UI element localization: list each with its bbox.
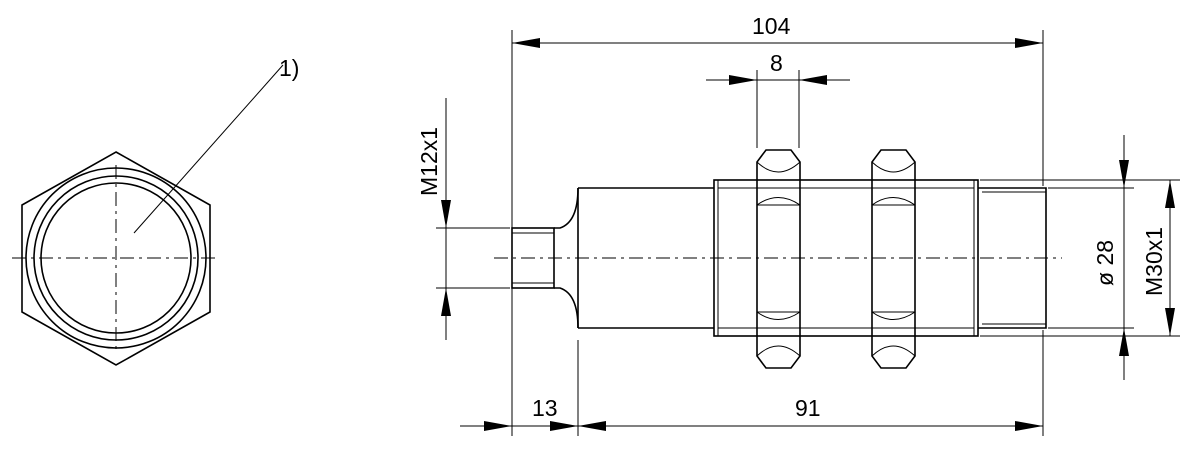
dim-overall-length: 104 (752, 13, 791, 39)
side-view (494, 149, 1062, 369)
hex-outline (21, 151, 211, 366)
dim-connector-length: 13 (532, 395, 558, 421)
dimensions: 104 8 M12x1 ø 28 M30x1 13 91 (416, 13, 1180, 436)
callout-leader (133, 64, 284, 234)
nut-1 (756, 149, 801, 369)
front-view: 1) (12, 55, 299, 366)
nut-2 (871, 149, 916, 369)
dim-body-diameter: ø 28 (1092, 240, 1118, 286)
dim-body-length: 91 (795, 395, 821, 421)
callout-label: 1) (279, 55, 299, 81)
dim-connector-thread: M12x1 (416, 127, 442, 196)
dim-nut-width: 8 (770, 50, 783, 76)
dim-body-thread: M30x1 (1141, 227, 1167, 296)
